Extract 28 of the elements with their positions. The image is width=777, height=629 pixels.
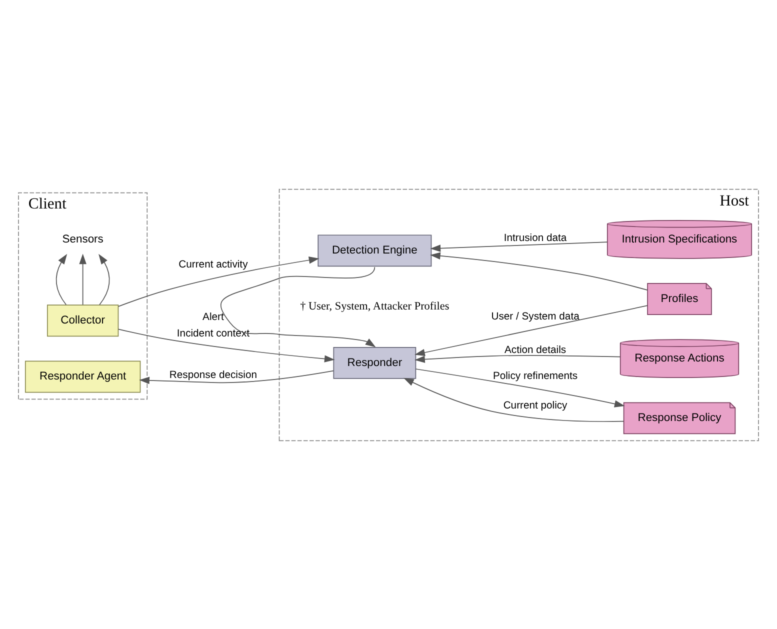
edge-label: Response decision xyxy=(169,370,257,381)
arrow xyxy=(139,370,334,384)
arrow xyxy=(414,304,648,356)
arrow xyxy=(56,253,68,305)
node-box: Collector xyxy=(46,304,119,336)
arrow xyxy=(98,253,110,305)
edge-label: Incident context xyxy=(176,328,250,340)
arrow xyxy=(404,377,624,422)
edge-label: Intrusion data xyxy=(504,232,567,244)
arrow xyxy=(220,266,376,347)
node-box: Responder xyxy=(333,346,416,378)
node-box: Detection Engine xyxy=(318,234,432,266)
edge-label: Policy refinements xyxy=(492,370,578,382)
edge-label: User / System data xyxy=(491,310,580,322)
edge-label: Action details xyxy=(504,344,566,356)
arrow xyxy=(430,252,648,290)
arrow xyxy=(430,241,608,252)
edge-label: Alert xyxy=(202,311,224,322)
arrow xyxy=(118,328,335,362)
edge-label: Current activity xyxy=(178,259,248,270)
arrow xyxy=(79,253,86,305)
edge-label: Current policy xyxy=(503,400,568,411)
label: † User, System, Attacker Profiles xyxy=(300,300,450,312)
arrow xyxy=(118,256,320,306)
arrow xyxy=(414,354,621,362)
node-box: Responder Agent xyxy=(24,360,141,392)
node-text: Sensors xyxy=(62,232,104,245)
arrow xyxy=(415,368,625,407)
